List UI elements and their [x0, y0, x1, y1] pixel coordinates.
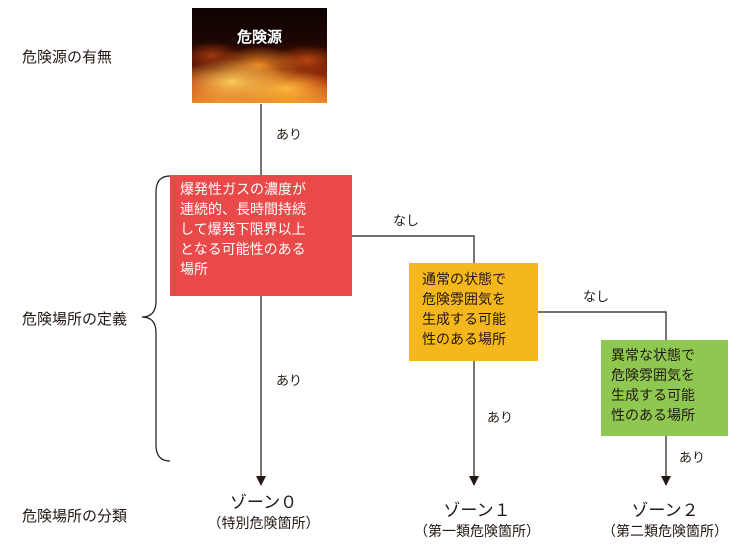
box-text-line: 連続的、長時間持続	[180, 202, 306, 218]
definition-box-zone1: 通常の状態で 危険雰囲気を 生成する可能 性のある場所	[409, 263, 538, 361]
zone-2: ゾーン２ （第二類危険箇所）	[590, 500, 740, 542]
zone-name: ゾーン１	[443, 501, 511, 521]
edge-label-red-to-zone0: あり	[276, 374, 303, 389]
zone-subtitle: （第一類危険箇所）	[414, 524, 540, 540]
box-text-line: 爆発性ガスの濃度が	[180, 182, 306, 198]
edge-label-yellow-to-zone1: あり	[487, 411, 514, 426]
row-label-classification: 危険場所の分類	[22, 507, 128, 525]
box-text-line: 場所	[180, 262, 208, 278]
box-text-line: 生成する可能	[611, 388, 695, 404]
zone-subtitle: （第二類危険箇所）	[602, 524, 728, 540]
box-text-line: 性のある場所	[422, 332, 506, 348]
box-text-line: 異常な状態で	[611, 348, 695, 364]
definition-brace	[141, 175, 171, 462]
connector-yellow-to-green	[538, 311, 667, 340]
box-text-line: 通常の状態で	[422, 272, 506, 288]
hazard-source-title: 危険源	[236, 28, 282, 46]
row-label-hazard-source: 危険源の有無	[22, 48, 113, 66]
box-text-line: 危険雰囲気を	[611, 368, 695, 384]
box-text-line: 生成する可能	[422, 312, 506, 328]
row-label-definition: 危険場所の定義	[22, 310, 128, 328]
definition-box-zone2: 異常な状態で 危険雰囲気を 生成する可能 性のある場所	[601, 340, 728, 436]
edge-label-green-to-zone2: あり	[679, 451, 706, 466]
box-text-line: して爆発下限界以上	[180, 222, 306, 238]
zone-name: ゾーン２	[631, 501, 699, 521]
edge-label-red-to-yellow: なし	[393, 214, 420, 229]
zone-0: ゾーン０ （特別危険箇所）	[196, 492, 331, 534]
edge-label-yellow-to-green: なし	[583, 290, 610, 305]
edge-label-source-to-red: あり	[276, 128, 303, 143]
box-text-line: 危険雰囲気を	[422, 292, 506, 308]
connector-red-to-yellow	[352, 235, 475, 263]
definition-box-zone0: 爆発性ガスの濃度が 連続的、長時間持続 して爆発下限界以上 となる可能性のある …	[170, 175, 352, 296]
box-text-line: となる可能性のある	[180, 242, 306, 258]
zone-subtitle: （特別危険箇所）	[207, 516, 320, 532]
zone-name: ゾーン０	[229, 493, 298, 513]
box-text-line: 性のある場所	[611, 408, 695, 424]
hazard-source-image: 危険源	[192, 8, 327, 103]
zone-1: ゾーン１ （第一類危険箇所）	[402, 500, 552, 542]
